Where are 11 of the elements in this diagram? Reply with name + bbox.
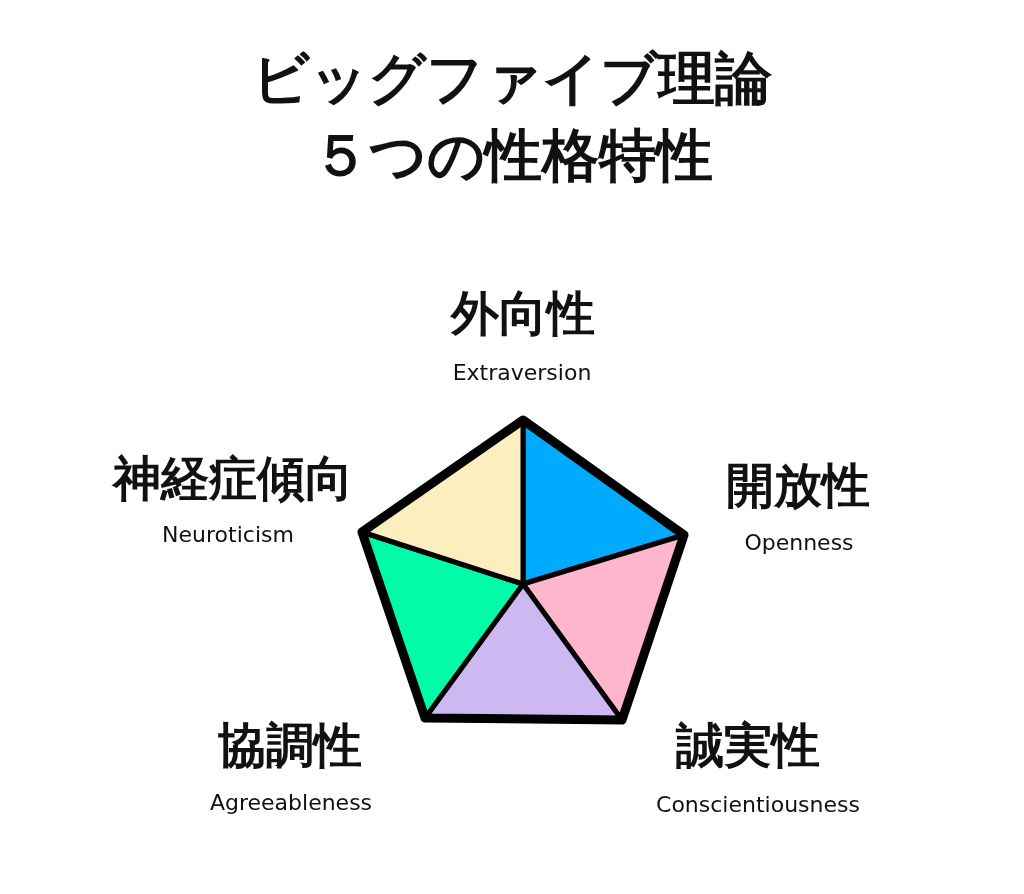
trait-name-english: Conscientiousness xyxy=(656,792,860,818)
trait-name: 開放性 xyxy=(726,458,870,512)
trait-name-english: Openness xyxy=(744,530,854,556)
trait-name-english: Extraversion xyxy=(452,360,592,386)
trait-name: 外向性 xyxy=(451,286,595,340)
trait-name-english: Neuroticism xyxy=(162,522,294,548)
title: ビッグファイブ理論５つの性格特性 xyxy=(251,44,773,190)
trait-name: 誠実性 xyxy=(676,718,820,772)
trait-name: 神経症傾向 xyxy=(113,451,353,505)
trait-name-english: Agreeableness xyxy=(209,790,373,816)
trait-name: 協調性 xyxy=(218,718,362,772)
